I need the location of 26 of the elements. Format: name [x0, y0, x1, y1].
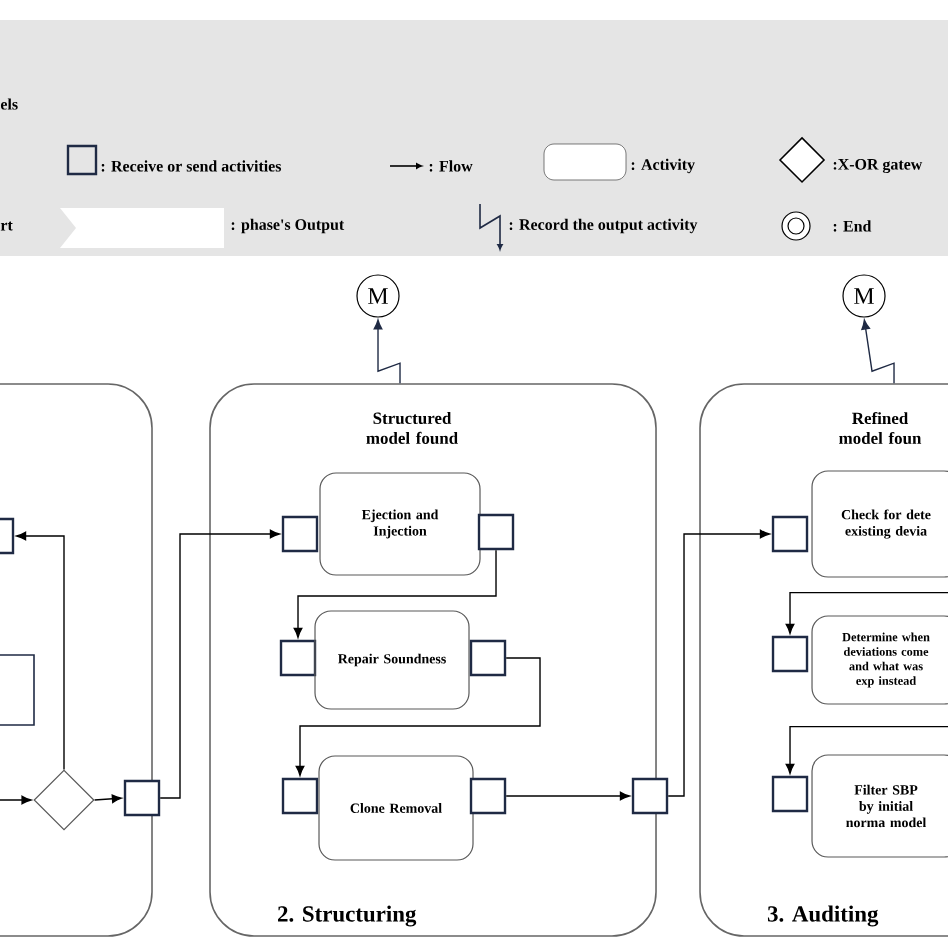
- flow-arrow: [295, 657, 541, 776]
- flow-arrow: [785, 591, 948, 634]
- send-receive-square: [469, 777, 507, 815]
- flow-arrow: [159, 529, 280, 799]
- flow-arrow: [505, 791, 630, 801]
- flow-arrow: [0, 795, 32, 805]
- flow-arrow: [785, 725, 948, 774]
- send-receive-square: [469, 639, 507, 677]
- send-receive-square: [771, 775, 809, 813]
- lightning-arrow: [373, 319, 401, 384]
- flow-arrow: [16, 531, 65, 771]
- send-receive-square: [771, 515, 809, 553]
- send-receive-square: [279, 639, 317, 677]
- send-receive-square: [281, 777, 319, 815]
- activity-box: [0, 654, 35, 726]
- gateway-diamond: [33, 769, 95, 831]
- flow-arrow: [667, 529, 770, 797]
- flow-arrow: [93, 794, 122, 804]
- send-receive-square: [771, 635, 809, 673]
- flow-arrow: [293, 549, 497, 638]
- lightning-arrow: [861, 319, 895, 384]
- send-receive-square: [631, 777, 669, 815]
- send-receive-square: [281, 515, 319, 553]
- send-receive-square: [477, 513, 515, 551]
- phase-box: [0, 383, 153, 937]
- send-receive-square: [123, 779, 161, 817]
